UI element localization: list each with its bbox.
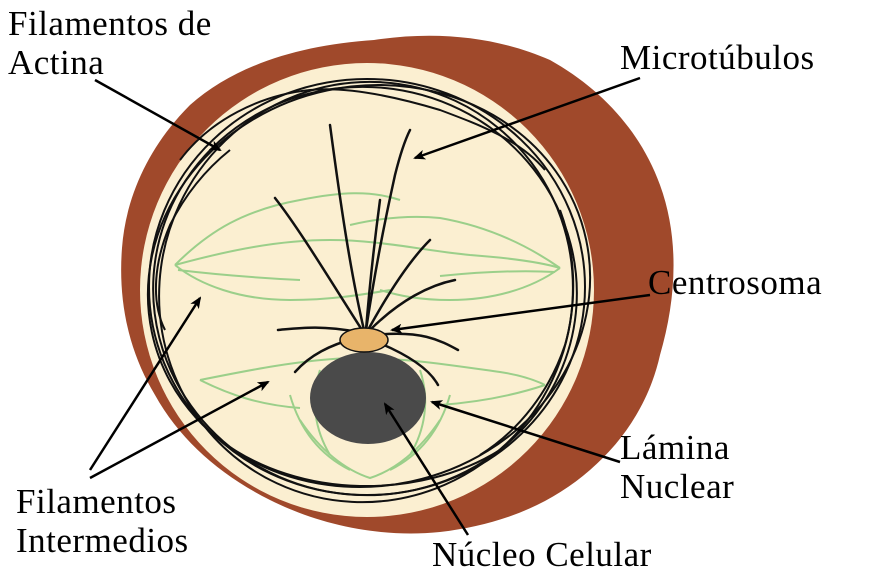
label-nucleus: Núcleo Celular: [432, 535, 652, 574]
label-intermediate-line1: Filamentos: [16, 482, 189, 521]
label-intermediate-filaments: Filamentos Intermedios: [16, 482, 189, 560]
label-microtubules: Microtúbulos: [620, 38, 815, 77]
label-actin-line2: Actina: [8, 43, 212, 82]
nucleus: [310, 352, 426, 444]
label-lamina-line1: Lámina: [620, 428, 734, 467]
label-actin-line1: Filamentos de: [8, 4, 212, 43]
centrosome: [340, 328, 388, 352]
label-nuclear-lamina: Lámina Nuclear: [620, 428, 734, 506]
label-lamina-line2: Nuclear: [620, 467, 734, 506]
label-actin-filaments: Filamentos de Actina: [8, 4, 212, 82]
label-intermediate-line2: Intermedios: [16, 521, 189, 560]
label-centrosome: Centrosoma: [648, 263, 822, 302]
